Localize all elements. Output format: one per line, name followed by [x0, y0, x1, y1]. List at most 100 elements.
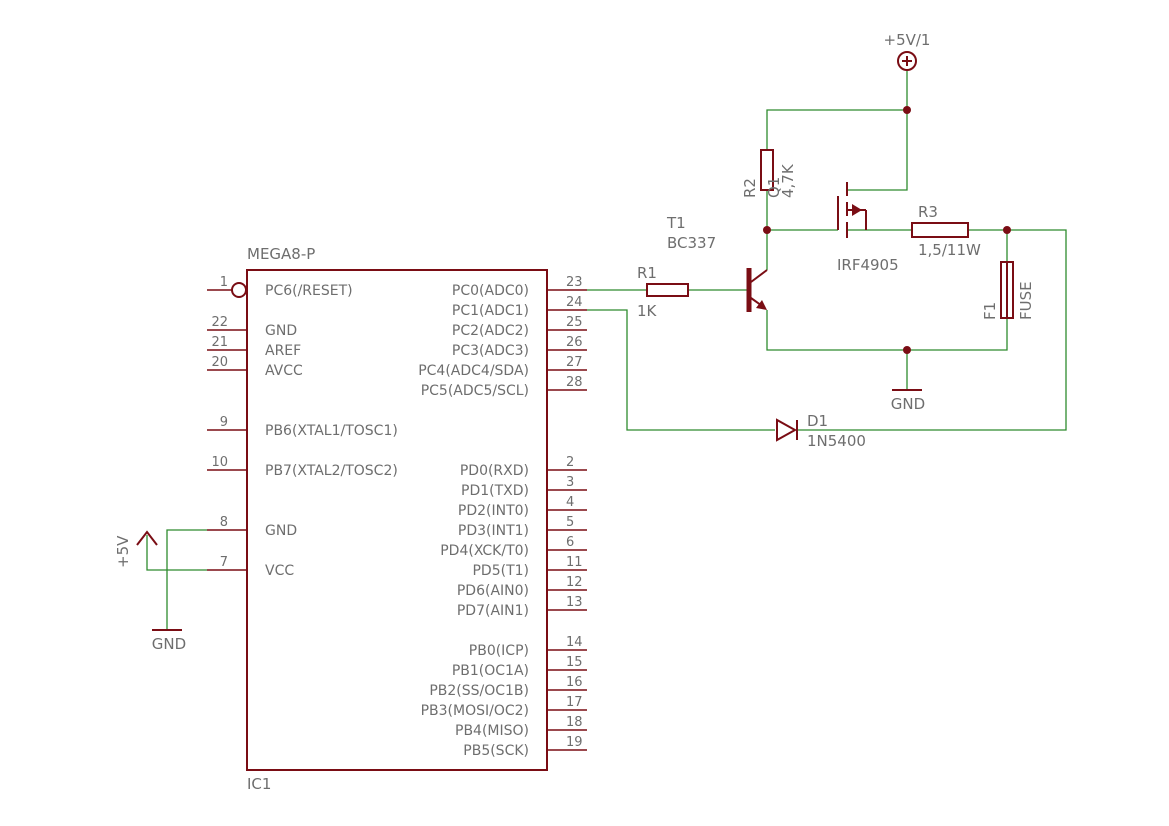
pin-label: PD1(TXD) [461, 483, 529, 499]
ic1-left-pins: 1 PC6(/RESET) 22 GND 21 AREF 20 AVCC 9 P… [207, 275, 398, 579]
pin-label: PD0(RXD) [460, 463, 529, 479]
diode-d1: D1 1N5400 [776, 412, 866, 450]
resistor-r3: R3 1,5/11W [911, 203, 981, 259]
gnd-left-label: GND [152, 635, 186, 653]
pin-number: 17 [566, 695, 583, 710]
f1-name: F1 [981, 302, 999, 320]
pin-label: PB1(OC1A) [452, 663, 529, 679]
r3-value: 1,5/11W [918, 241, 981, 259]
pin-number: 12 [566, 575, 583, 590]
supply-gnd-left: GND [152, 629, 186, 653]
r3-name: R3 [918, 203, 938, 221]
pin-number: 18 [566, 715, 583, 730]
ic1-body [246, 269, 548, 771]
pin-label: PC6(/RESET) [265, 283, 353, 299]
f1-value: FUSE [1017, 281, 1035, 320]
resistor-r3-body [911, 222, 969, 238]
net-pc1 [587, 309, 775, 431]
t1-value: BC337 [667, 234, 716, 252]
pin-number: 20 [211, 355, 228, 370]
pin-label: GND [265, 523, 297, 539]
vcc-left-label: +5V [114, 535, 132, 568]
pin-number: 4 [566, 495, 574, 510]
net-left-gnd [166, 529, 207, 630]
pin-number: 27 [566, 355, 583, 370]
pin-label: PD3(INT1) [458, 523, 529, 539]
pin-label: PC3(ADC3) [452, 343, 529, 359]
pin-label: PD7(AIN1) [457, 603, 529, 619]
pin-label: PD5(T1) [472, 563, 529, 579]
r2-name: R2 [741, 178, 759, 198]
pin-number: 8 [220, 515, 228, 530]
pin-label: PC0(ADC0) [452, 283, 529, 299]
pin-label: PC1(ADC1) [452, 303, 529, 319]
resistor-r2: R2 4,7K [741, 149, 797, 198]
pin-number: 5 [566, 515, 574, 530]
junction-dot [1003, 226, 1011, 234]
pin-label: PB3(MOSI/OC2) [421, 703, 529, 719]
ic1: MEGA8-P IC1 1 PC6(/RESET) 22 GND 21 AREF… [207, 245, 587, 793]
resistor-r2-body [760, 149, 774, 191]
vcc-arrow-symbol [136, 530, 158, 546]
pin-number: 22 [211, 315, 228, 330]
d1-value: 1N5400 [807, 432, 866, 450]
pin-number: 25 [566, 315, 583, 330]
t1-collector [750, 269, 768, 283]
r1-value: 1K [637, 302, 658, 320]
pin-number: 16 [566, 675, 583, 690]
pin-label: PB7(XTAL2/TOSC2) [265, 463, 398, 479]
vcc-top-label: +5V/1 [884, 31, 931, 49]
resistor-r1-body [646, 283, 689, 297]
net-d1-cathode [797, 229, 1067, 431]
pin-label: PC2(ADC2) [452, 323, 529, 339]
pin-number: 23 [566, 275, 583, 290]
pin-label: VCC [265, 563, 294, 579]
pin-label: PD2(INT0) [458, 503, 529, 519]
r2-value: 4,7K [779, 163, 797, 198]
pin-label: PB6(XTAL1/TOSC1) [265, 423, 398, 439]
pin-number: 6 [566, 535, 574, 550]
junction-dot [903, 106, 911, 114]
t1-emitter-arrow [756, 300, 767, 310]
pin-label: AREF [265, 343, 301, 359]
r1-name: R1 [637, 264, 657, 282]
pin-label: PC5(ADC5/SCL) [421, 383, 529, 399]
pin-number: 24 [566, 295, 583, 310]
mosfet-q1: Q1 IRF4905 [765, 177, 899, 274]
supply-gnd-right: GND [891, 389, 925, 413]
pin-number: 11 [566, 555, 583, 570]
q1-arrow [852, 204, 862, 216]
ic1-value: MEGA8-P [247, 245, 315, 263]
transistor-t1: T1 BC337 [666, 214, 768, 312]
resistor-r1: R1 1K [637, 264, 689, 320]
pin-label: PC4(ADC4/SDA) [418, 363, 529, 379]
junction-dot [763, 226, 771, 234]
vcc-circle-symbol [897, 51, 917, 71]
pin-label: PB2(SS/OC1B) [429, 683, 529, 699]
d1-triangle [776, 418, 798, 442]
pin-number: 7 [220, 555, 228, 570]
pin-number: 21 [211, 335, 228, 350]
pin-1-inversion-circle [231, 282, 247, 298]
supply-vcc-left: +5V [114, 530, 158, 568]
pin-number: 28 [566, 375, 583, 390]
pin-number: 13 [566, 595, 583, 610]
ic1-right-pins: 23 PC0(ADC0) 24 PC1(ADC1) 25 PC2(ADC2) 2… [418, 275, 587, 759]
d1-name: D1 [807, 412, 828, 430]
pin-label: AVCC [265, 363, 303, 379]
junctions [763, 106, 1011, 354]
q1-value: IRF4905 [837, 256, 899, 274]
pin-number: 9 [220, 415, 228, 430]
t1-name: T1 [666, 214, 686, 232]
pin-number: 10 [211, 455, 228, 470]
pin-number: 14 [566, 635, 583, 650]
net-ground [766, 310, 1008, 351]
pin-number: 3 [566, 475, 574, 490]
pin-label: PD6(AIN0) [457, 583, 529, 599]
junction-dot [903, 346, 911, 354]
pin-number: 26 [566, 335, 583, 350]
pin-label: PB0(ICP) [469, 643, 529, 659]
gnd-right-label: GND [891, 395, 925, 413]
fuse-f1: F1 FUSE [981, 261, 1035, 320]
q1-name: Q1 [765, 177, 783, 198]
